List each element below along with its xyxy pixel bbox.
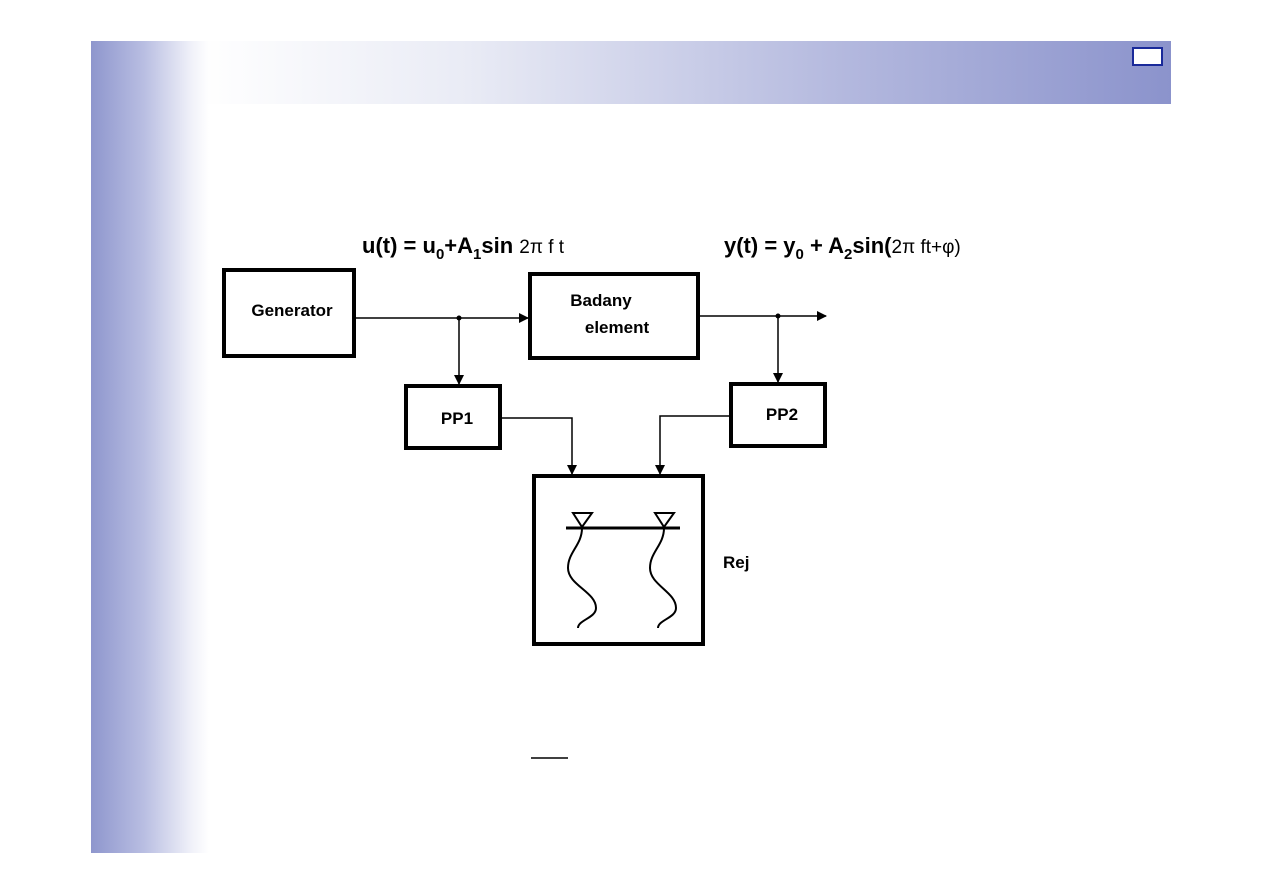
- generator-label: Generator: [251, 301, 333, 320]
- badany-label-line2: element: [585, 318, 650, 337]
- corner-box: [1132, 47, 1163, 66]
- pen1-triangle-icon: [571, 512, 594, 529]
- pp1-to-recorder-line: [500, 417, 577, 475]
- left-band: [91, 41, 209, 853]
- pen2-triangle-icon: [653, 512, 676, 529]
- header-band: [91, 41, 1171, 104]
- trace2-wave: [648, 527, 678, 629]
- badany-element-block: [528, 272, 700, 360]
- badany-label-line1: Badany: [570, 291, 632, 310]
- slide: [91, 41, 1171, 853]
- pp2-label: PP2: [766, 405, 798, 424]
- pp2-to-recorder-line: [655, 415, 731, 475]
- generator-block: [222, 268, 356, 358]
- output-equation: y(t) = y0 + A2sin(2π ft+φ): [724, 233, 961, 263]
- input-equation: u(t) = u0+A1sin 2π f t: [362, 233, 565, 263]
- rej-label: Rej: [723, 553, 749, 572]
- pp1-block: [404, 384, 502, 450]
- pp1-label: PP1: [441, 409, 473, 428]
- pp2-block: [729, 382, 827, 448]
- recorder-block: [532, 474, 705, 646]
- trace1-wave: [566, 527, 598, 629]
